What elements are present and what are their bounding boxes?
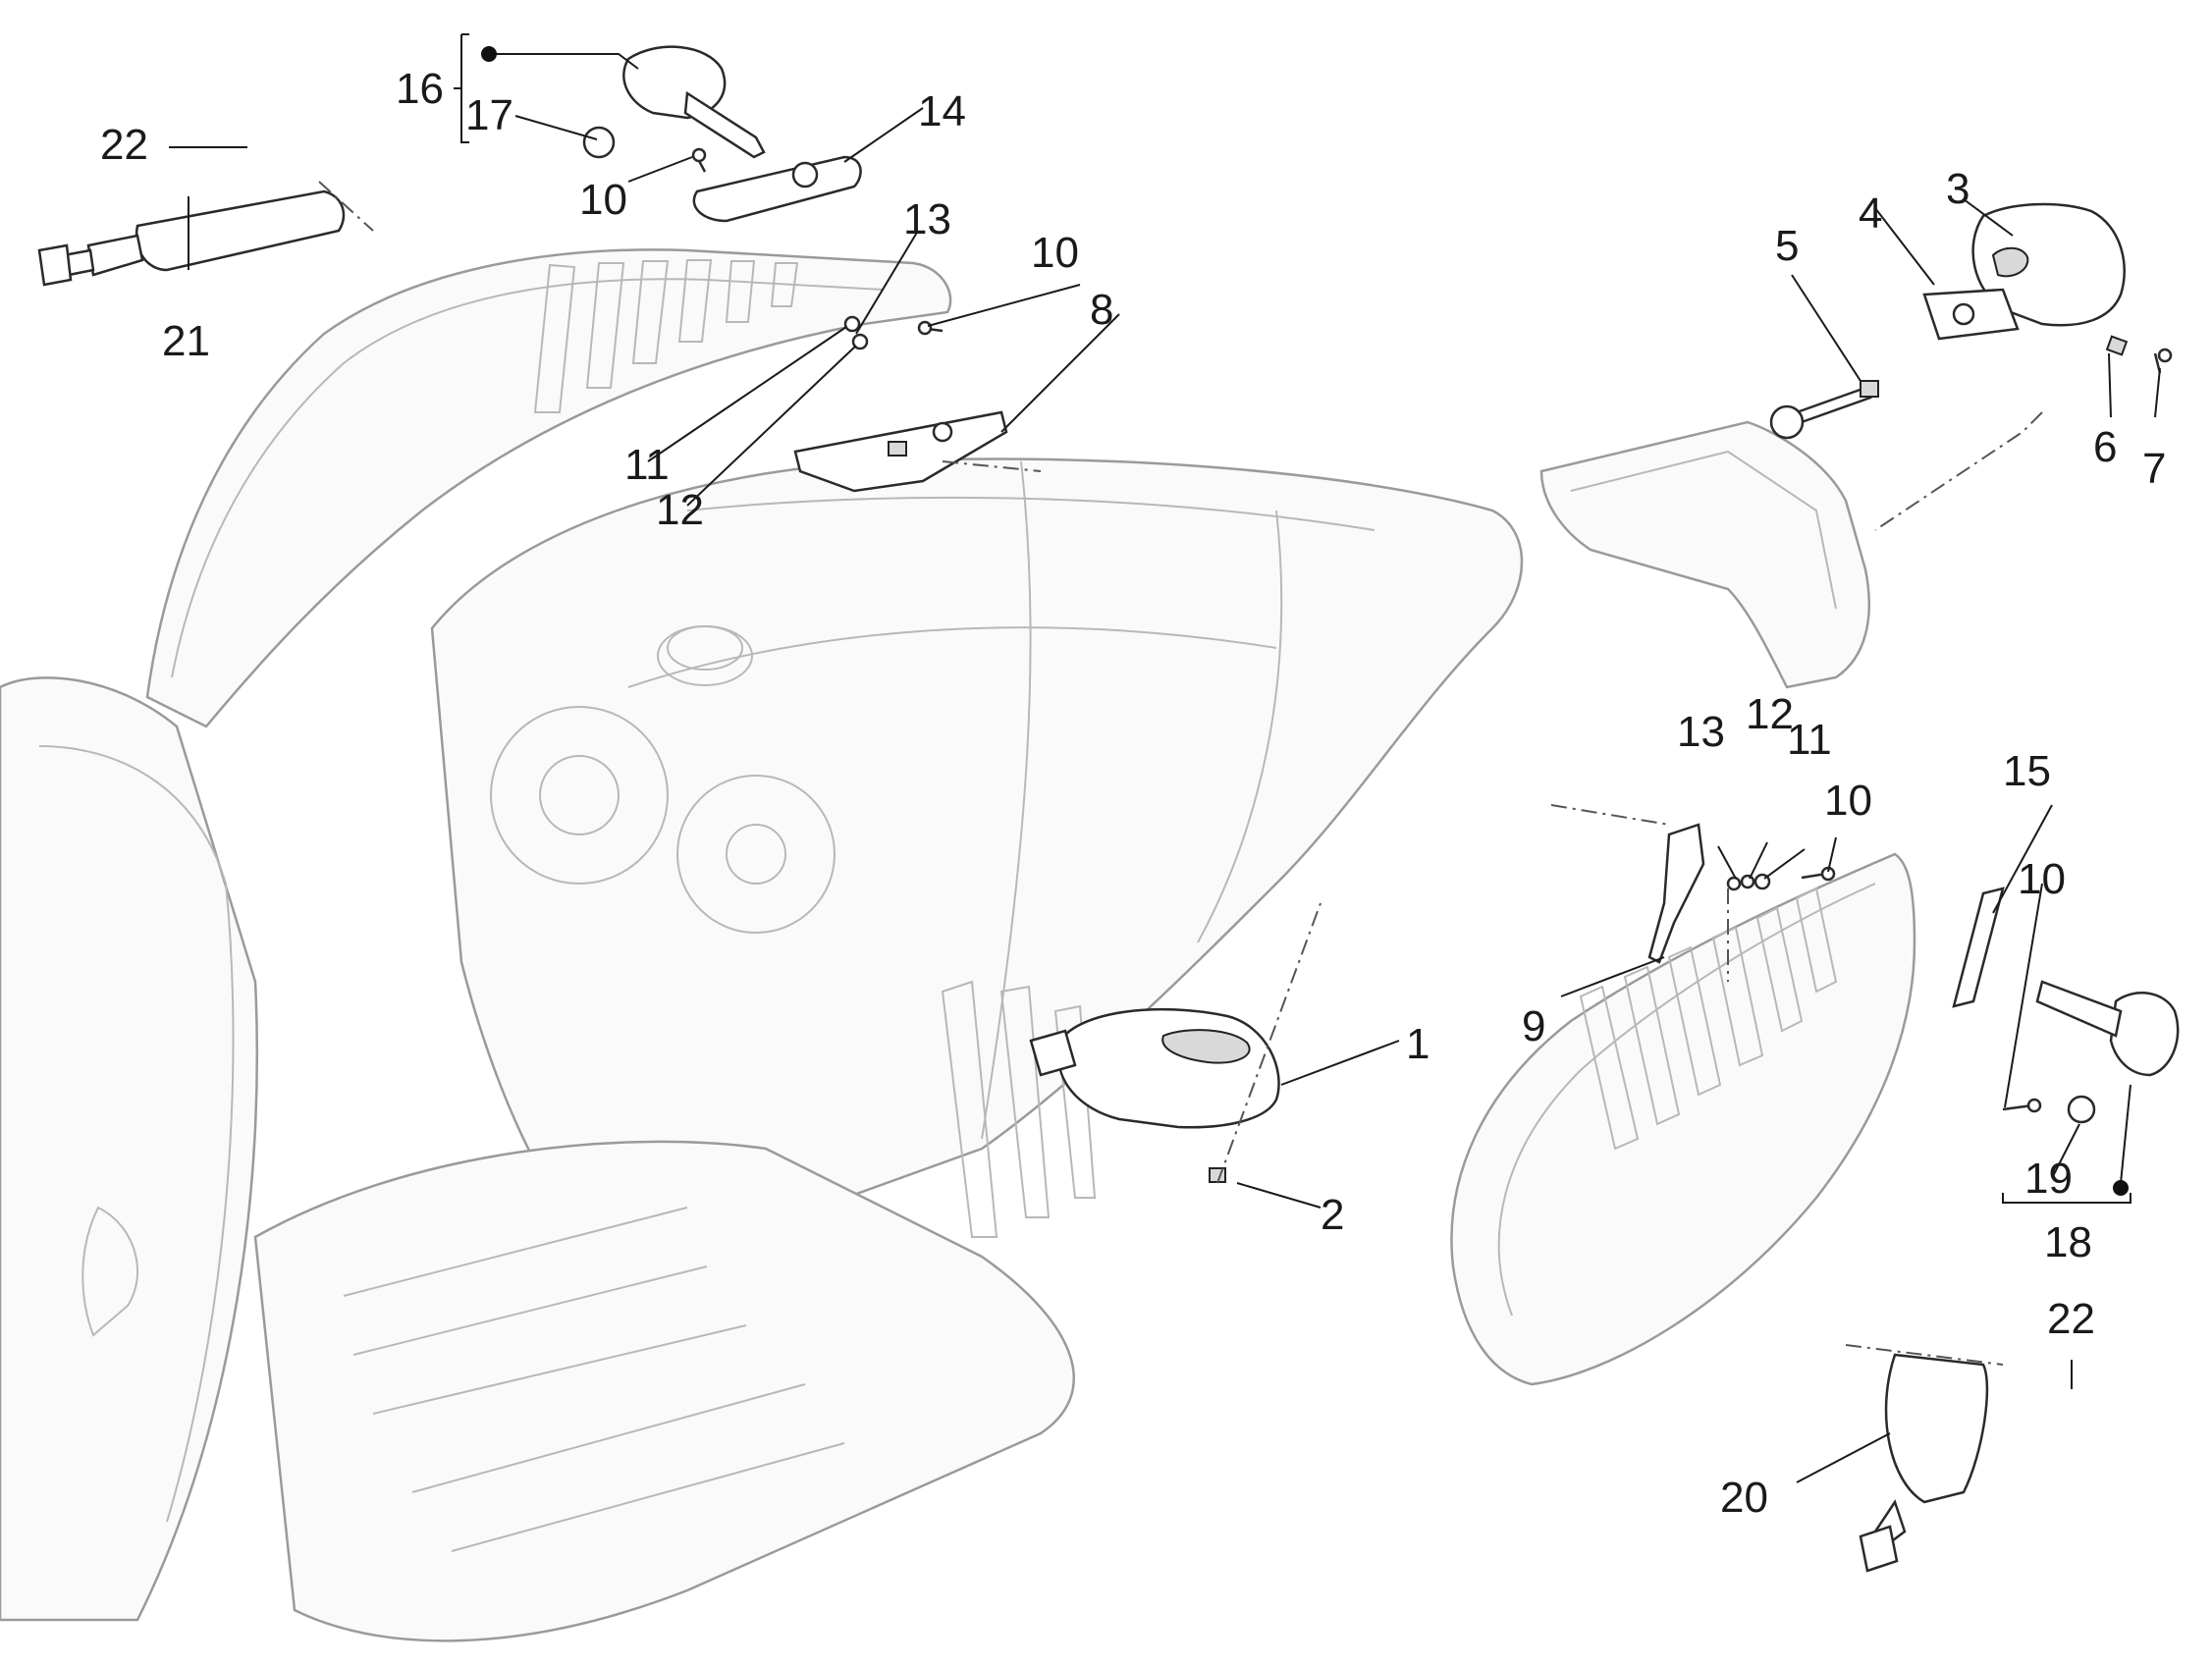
callout-13-b: 13 bbox=[1677, 708, 1725, 756]
left-panel-vents bbox=[533, 259, 799, 413]
part-rear-indicator-18 bbox=[2035, 980, 2180, 1124]
callout-13-a: 13 bbox=[903, 195, 951, 243]
callout-12-a: 12 bbox=[656, 486, 704, 534]
callout-17: 17 bbox=[465, 91, 513, 139]
callout-labels: 1 2 3 4 5 6 7 8 9 10 10 10 10 11 11 12 1… bbox=[100, 65, 2166, 1522]
callout-22-b: 22 bbox=[2047, 1295, 2095, 1343]
dot-18 bbox=[2113, 1180, 2129, 1196]
part-tail-light-housing bbox=[1922, 202, 2173, 374]
leader-lines bbox=[169, 33, 2161, 1483]
callout-1: 1 bbox=[1406, 1020, 1430, 1068]
callout-20: 20 bbox=[1720, 1474, 1768, 1522]
callout-12-b: 12 bbox=[1746, 690, 1794, 738]
callout-18: 18 bbox=[2044, 1218, 2092, 1266]
part-rear-lamp-assembly bbox=[1029, 1007, 1280, 1183]
part-bulb-socket-5 bbox=[1769, 380, 1879, 440]
part-bracket-8 bbox=[793, 410, 1008, 493]
indicator-dots bbox=[481, 46, 2129, 1196]
callout-4: 4 bbox=[1859, 189, 1882, 238]
callout-8: 8 bbox=[1090, 286, 1113, 334]
callout-9: 9 bbox=[1522, 1002, 1545, 1050]
callout-7: 7 bbox=[2142, 445, 2166, 493]
callout-10-b: 10 bbox=[1031, 229, 1079, 277]
callout-11-b: 11 bbox=[1787, 716, 1832, 764]
callout-19: 19 bbox=[2024, 1155, 2073, 1203]
callout-10-d: 10 bbox=[2018, 855, 2066, 903]
callout-5: 5 bbox=[1775, 222, 1799, 270]
part-bracket-9 bbox=[1647, 823, 1705, 964]
part-lens-14 bbox=[692, 155, 862, 223]
callout-2: 2 bbox=[1321, 1191, 1344, 1239]
part-front-indicator-16 bbox=[582, 45, 766, 159]
callout-21: 21 bbox=[162, 317, 210, 365]
callout-11-a: 11 bbox=[624, 441, 670, 489]
callout-10-a: 10 bbox=[579, 176, 627, 224]
callout-16: 16 bbox=[396, 65, 444, 113]
dot-16 bbox=[481, 46, 497, 62]
scooter-body-outline bbox=[0, 248, 1916, 1642]
callout-15: 15 bbox=[2003, 747, 2051, 795]
callout-10-c: 10 bbox=[1824, 777, 1872, 825]
callout-14: 14 bbox=[918, 87, 966, 135]
callout-22-a: 22 bbox=[100, 121, 148, 169]
part-gasket-15 bbox=[1952, 887, 2005, 1008]
callout-3: 3 bbox=[1946, 165, 1969, 213]
part-side-marker-20 bbox=[1859, 1353, 1989, 1573]
callout-6: 6 bbox=[2093, 423, 2117, 471]
assembly-lines bbox=[318, 181, 2043, 1366]
part-side-marker-21 bbox=[37, 189, 346, 287]
